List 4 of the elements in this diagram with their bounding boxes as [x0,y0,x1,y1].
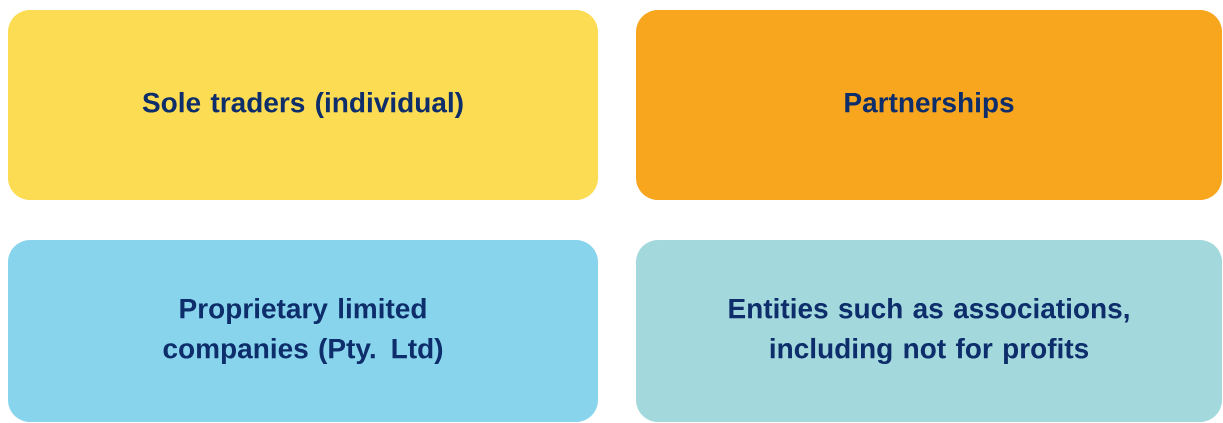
category-box: Partnerships [636,10,1222,200]
category-box: Entities such as associations, including not for profits [636,240,1222,422]
category-box: Proprietary limited companies (Pty. Ltd) [8,240,598,422]
category-box: Sole traders (individual) [8,10,598,200]
